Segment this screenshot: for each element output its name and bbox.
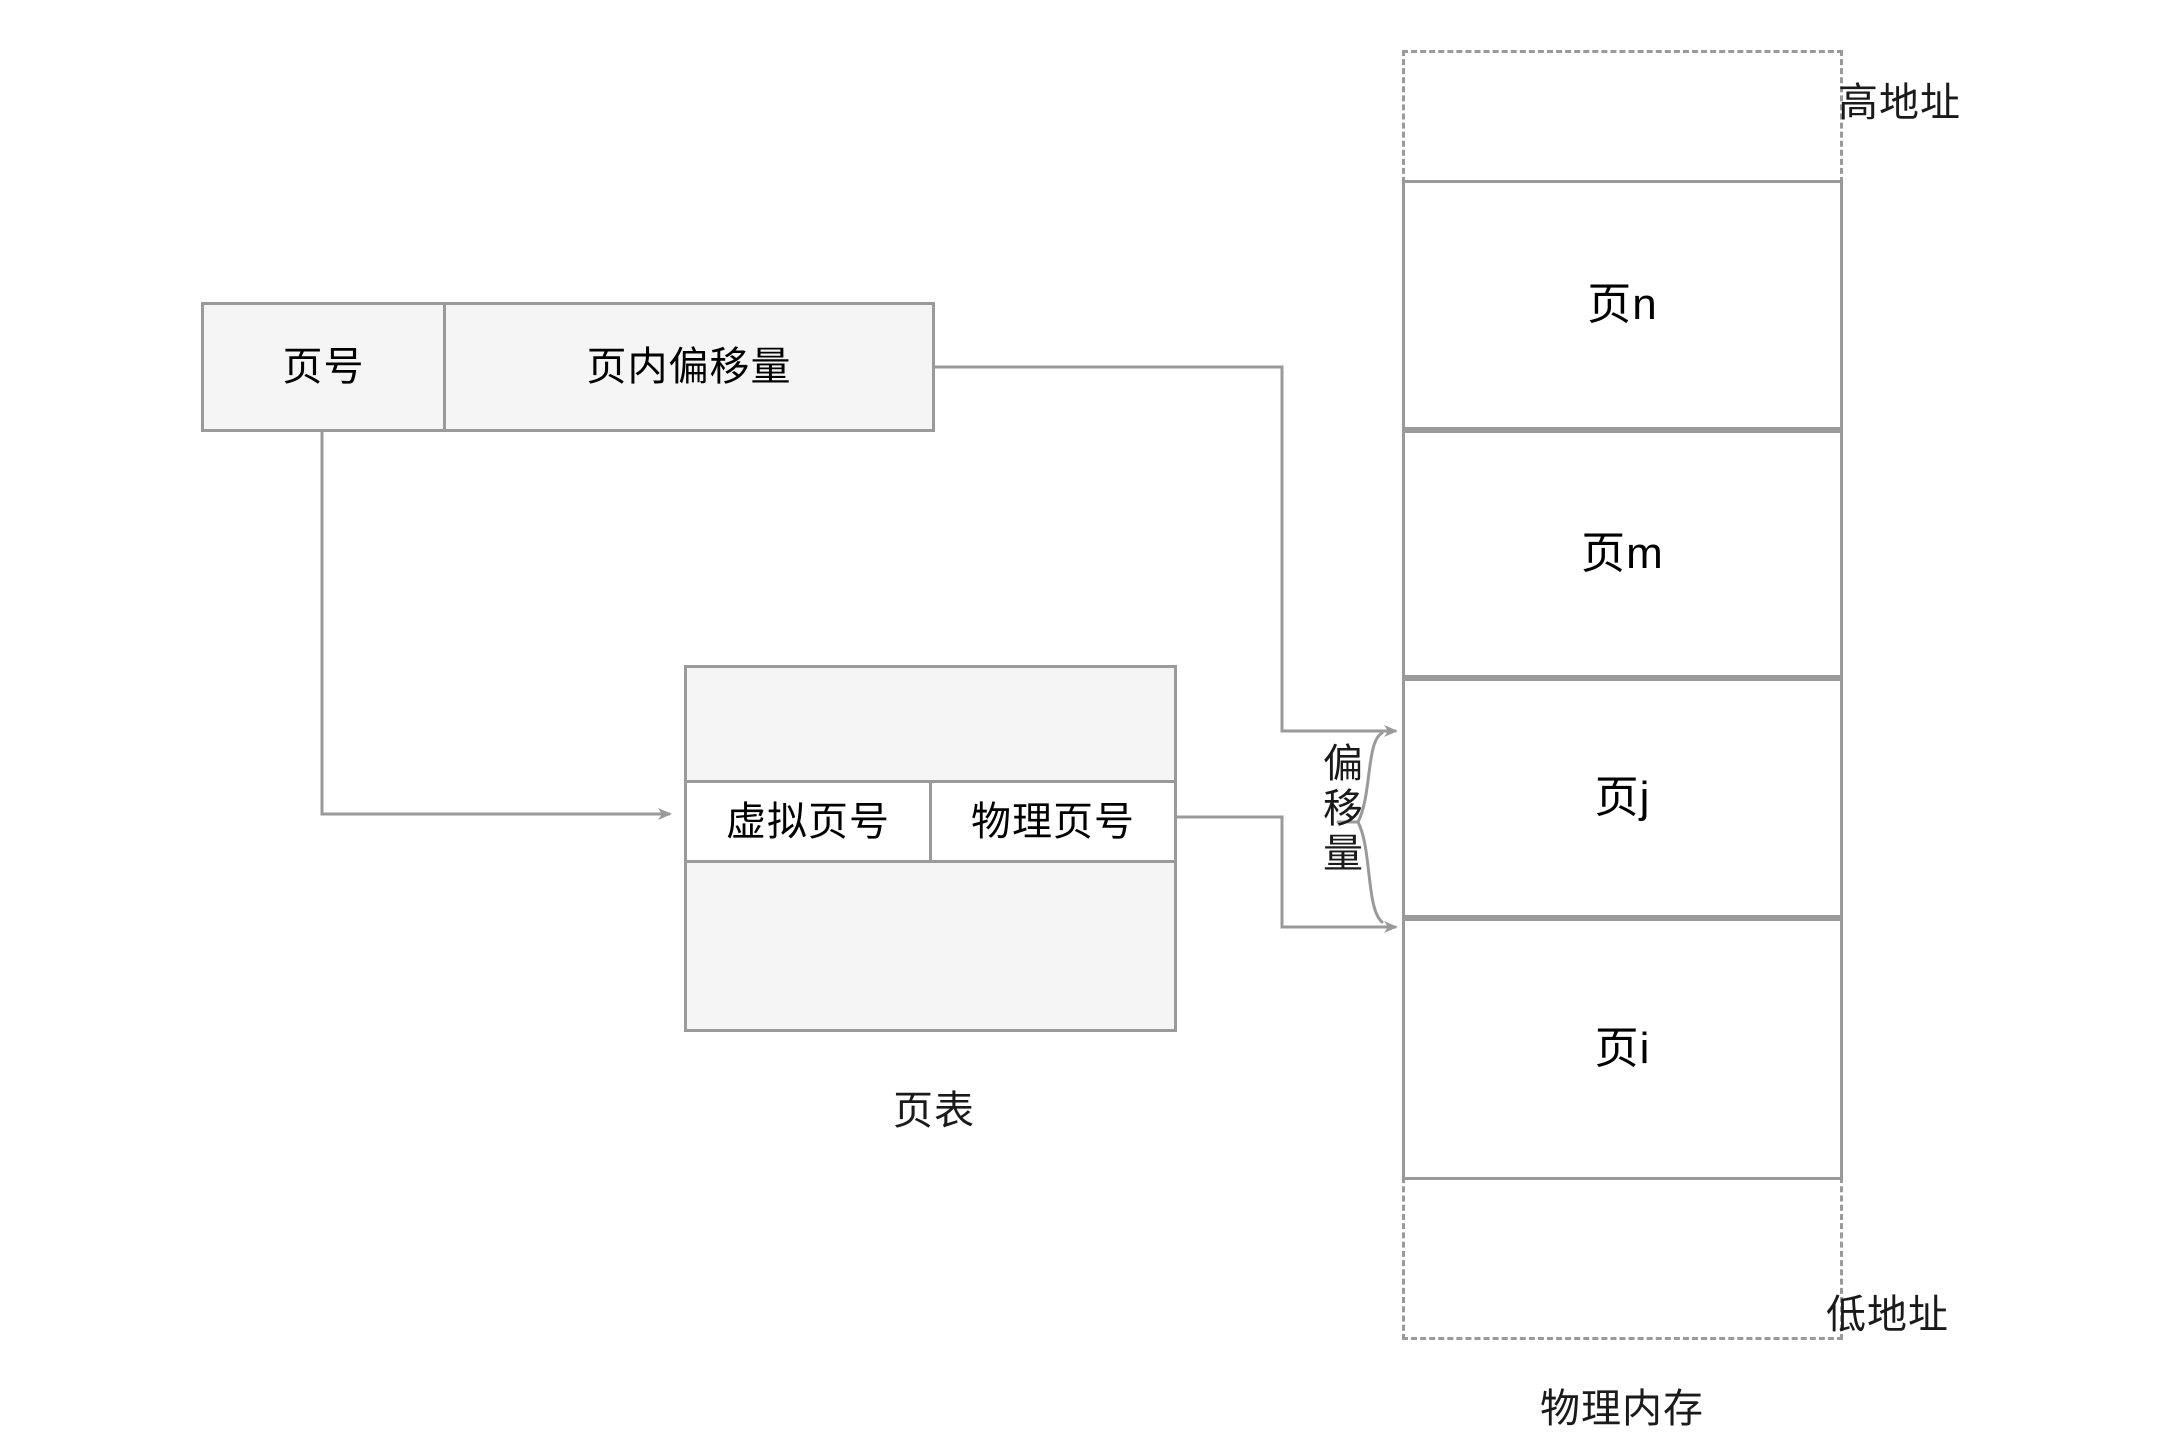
physical-memory-cell-page-n-label: 页n: [1587, 280, 1658, 329]
offset-brace-label: 偏 移 量: [1312, 742, 1374, 878]
low-address-label: 低地址: [1826, 1293, 1949, 1337]
offset-brace-char-2: 移: [1323, 787, 1363, 832]
offset-brace-char-3: 量: [1323, 832, 1363, 877]
virtual-address-page-number-label: 页号: [282, 345, 365, 389]
high-address-label: 高地址: [1838, 81, 1961, 125]
virtual-address-box: 页号 页内偏移量: [201, 302, 935, 432]
page-table-virtual-page-number-cell: 虚拟页号: [687, 783, 929, 860]
physical-memory-cell-dashed-bottom: [1402, 1177, 1843, 1340]
virtual-address-page-number-cell: 页号: [204, 305, 443, 429]
page-table-upper-blank-rows: [687, 668, 1174, 780]
page-table-virtual-page-number-label: 虚拟页号: [726, 799, 890, 844]
physical-memory-cell-page-n: 页n: [1402, 180, 1843, 430]
physical-memory-caption: 物理内存: [1540, 1387, 1704, 1431]
physical-memory-column: 页n 页m 页j 页i: [1402, 50, 1843, 1340]
physical-memory-cell-page-m-label: 页m: [1581, 529, 1664, 578]
physical-memory-cell-page-j-label: 页j: [1594, 773, 1651, 822]
offset-brace-char-1: 偏: [1323, 742, 1363, 786]
page-table-highlighted-row: 虚拟页号 物理页号: [684, 780, 1177, 863]
page-table-physical-page-number-cell: 物理页号: [929, 783, 1174, 860]
physical-memory-cell-page-i-label: 页i: [1594, 1024, 1651, 1073]
physical-memory-cell-page-m: 页m: [1402, 430, 1843, 678]
page-table-lower-blank-rows: [687, 863, 1174, 1029]
virtual-address-offset-label: 页内偏移量: [586, 345, 792, 389]
page-table-physical-page-number-label: 物理页号: [971, 799, 1135, 844]
physical-memory-cell-dashed-top: [1402, 50, 1843, 183]
page-table-caption: 页表: [893, 1089, 975, 1133]
page-table-box: 虚拟页号 物理页号: [684, 665, 1177, 1032]
connector-pageno-to-pagetable: [320, 432, 672, 820]
physical-memory-cell-page-i: 页i: [1402, 918, 1843, 1180]
physical-memory-cell-page-j: 页j: [1402, 678, 1843, 918]
virtual-address-offset-cell: 页内偏移量: [443, 305, 932, 429]
